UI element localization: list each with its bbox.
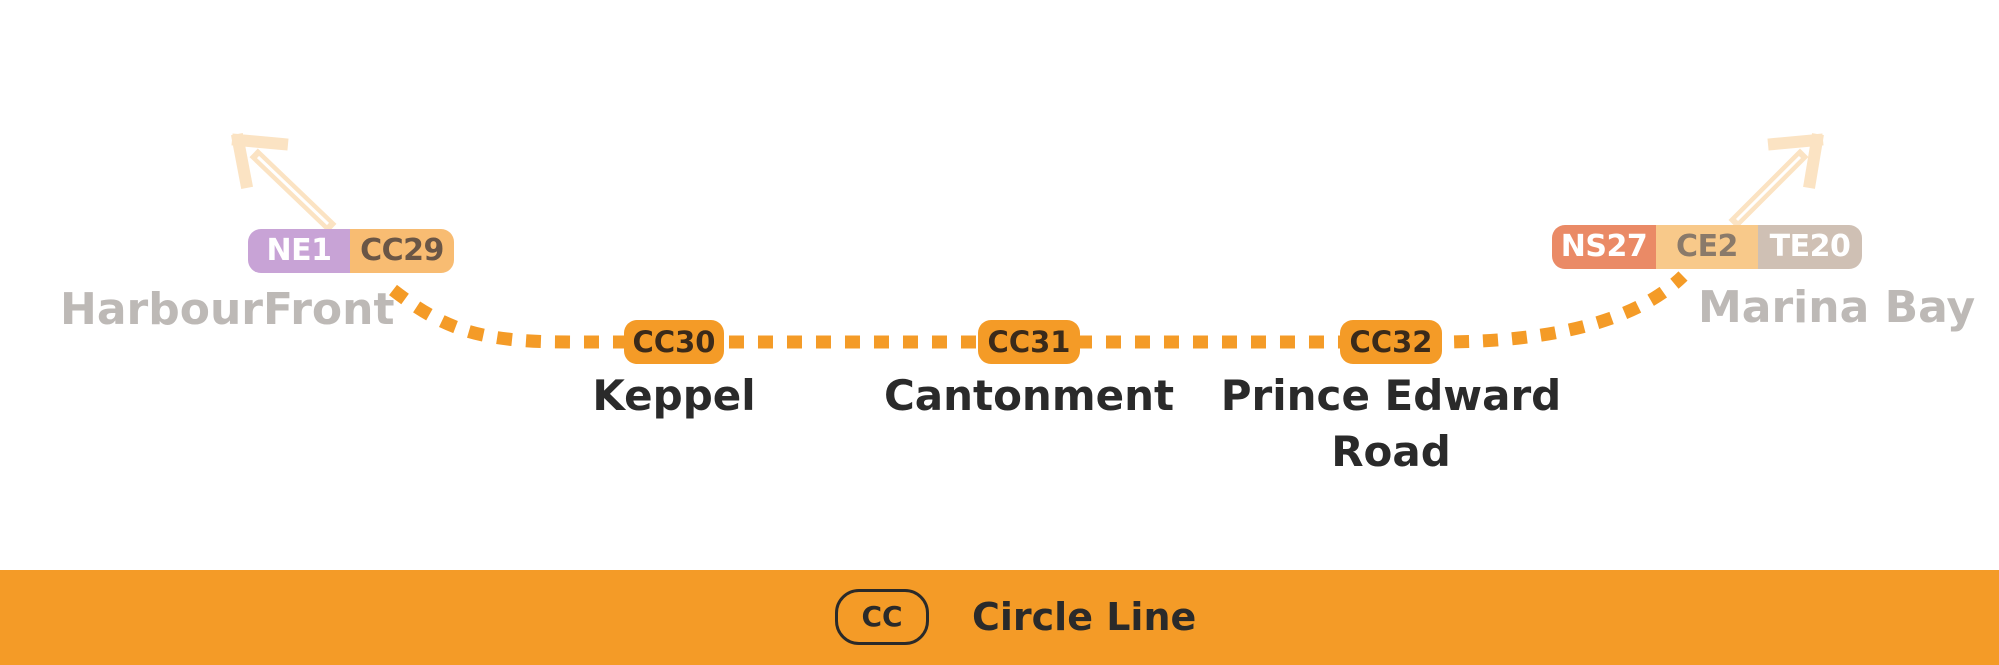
code-cc31: CC31: [978, 320, 1080, 364]
line-diagram: NE1 CC29 HarbourFront CC30 Keppel CC31 C…: [60, 132, 1976, 480]
station-prince-edward-road: Prince Edward Road: [1211, 368, 1571, 480]
station-harbourfront: HarbourFront: [60, 284, 395, 335]
track-dashed-line: [389, 271, 1688, 349]
track-layer: [230, 132, 1824, 349]
code-cc30: CC30: [624, 320, 724, 364]
harbourfront-codes: NE1 CC29: [248, 229, 454, 273]
station-name-line1: Prince Edward: [1220, 371, 1562, 420]
code-ce2: CE2: [1656, 225, 1758, 269]
station-marina-bay: Marina Bay: [1698, 282, 1976, 333]
legend-bar: CC Circle Line: [0, 570, 1999, 665]
up-left-arrow-icon: [230, 132, 337, 233]
up-right-arrow-icon: [1728, 133, 1824, 229]
code-te20: TE20: [1758, 225, 1862, 269]
code-cc32: CC32: [1340, 320, 1442, 364]
station-keppel: Keppel: [592, 371, 756, 420]
station-cantonment: Cantonment: [883, 371, 1175, 420]
code-ne1: NE1: [248, 229, 350, 273]
code-cc29: CC29: [350, 229, 454, 273]
marinabay-codes: NS27 CE2 TE20: [1552, 225, 1862, 269]
code-ns27: NS27: [1552, 225, 1656, 269]
station-name-line2: Road: [1331, 427, 1451, 476]
line-code-badge: CC: [835, 589, 929, 645]
line-name: Circle Line: [972, 595, 1197, 639]
